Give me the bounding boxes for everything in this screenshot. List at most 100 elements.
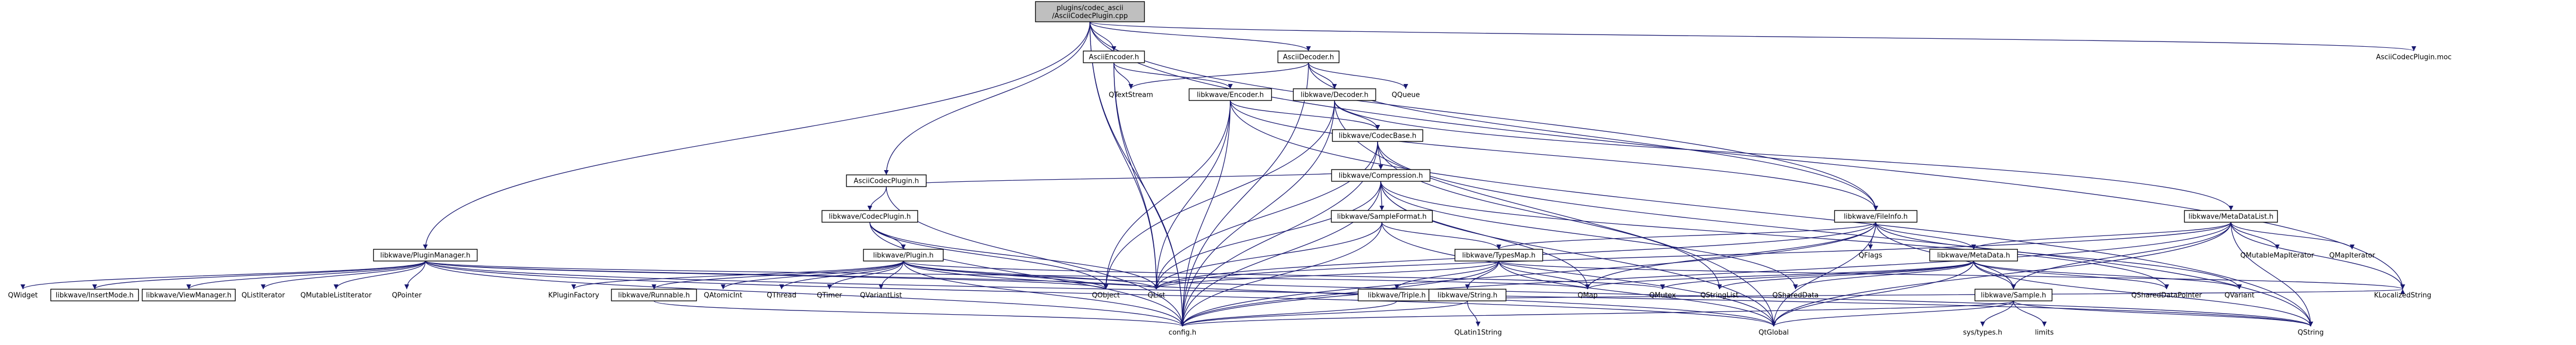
- edge-sample-to-qtglobal: [1771, 300, 2014, 327]
- edge-decoder-to-codecBase: [1334, 100, 1380, 130]
- edge-encoder-to-fileInfo: [1230, 100, 1878, 211]
- node-label: QFlags: [1859, 252, 1883, 260]
- edge-metaDataList-to-sample: [2011, 222, 2231, 290]
- edge-encoder-to-config: [1180, 100, 1231, 327]
- node-sample[interactable]: libkwave/Sample.h: [1974, 289, 2053, 301]
- edge-typesMap-to-qtglobal: [1498, 260, 1776, 327]
- edge-sampleFormat-to-config: [1180, 222, 1382, 327]
- node-triple[interactable]: libkwave/Triple.h: [1357, 289, 1436, 301]
- node-label: libkwave/InsertMode.h: [56, 292, 134, 300]
- edge-pluginManager-to-qpointer: [404, 260, 426, 290]
- edge-pluginManager-to-qwidget: [20, 260, 426, 290]
- node-label: QQueue: [1392, 91, 1420, 99]
- edge-metaData-to-qshareddata: [1793, 260, 1974, 290]
- node-label: libkwave/TypesMap.h: [1462, 252, 1535, 260]
- edge-root-to-mocFile: [1089, 21, 2416, 52]
- node-qobject: QObject: [1092, 292, 1120, 300]
- node-label: libkwave/String.h: [1438, 292, 1498, 300]
- node-qatomicint: QAtomicInt: [704, 292, 743, 300]
- node-qtextstream: QTextStream: [1109, 91, 1153, 99]
- node-label: libkwave/SampleFormat.h: [1337, 213, 1427, 221]
- node-label: libkwave/CodecPlugin.h: [829, 213, 911, 221]
- edge-fileInfo-to-config: [1180, 222, 1876, 327]
- edge-pluginManager-to-qlistIterator: [261, 260, 426, 290]
- node-qshareddataPointer: QSharedDataPointer: [2132, 292, 2202, 300]
- node-root[interactable]: plugins/codec_ascii/AsciiCodecPlugin.cpp: [1035, 1, 1145, 22]
- node-qtglobal: QtGlobal: [1759, 329, 1789, 337]
- node-codecPlugin[interactable]: libkwave/CodecPlugin.h: [821, 210, 918, 223]
- node-label: libkwave/MetaDataList.h: [2188, 213, 2273, 221]
- edge-plugin-to-qmutex: [903, 260, 1665, 290]
- edge-metaData-to-qshareddataPointer: [1973, 260, 2169, 290]
- edge-codecPlugin-to-config: [869, 222, 1185, 327]
- node-label: QMap: [1578, 292, 1598, 300]
- node-qqueue: QQueue: [1392, 91, 1420, 99]
- node-label: QList: [1148, 292, 1165, 300]
- node-mocFile: AsciiCodecPlugin.moc: [2376, 54, 2452, 62]
- node-insertMode[interactable]: libkwave/InsertMode.h: [50, 289, 139, 301]
- node-decoder[interactable]: libkwave/Decoder.h: [1293, 88, 1377, 101]
- edge-pluginManager-to-qlist: [425, 260, 1159, 290]
- node-label: libkwave/Triple.h: [1368, 292, 1426, 300]
- node-viewManager[interactable]: libkwave/ViewManager.h: [141, 289, 236, 301]
- node-kpluginFactory: KPluginFactory: [548, 292, 599, 300]
- node-label: QObject: [1092, 292, 1120, 300]
- edge-plugin-to-config: [903, 260, 1185, 327]
- edge-metaDataList-to-qlist: [1154, 222, 2231, 290]
- node-fileInfo[interactable]: libkwave/FileInfo.h: [1834, 210, 1918, 223]
- node-plugin[interactable]: libkwave/Plugin.h: [863, 249, 944, 262]
- edge-asciiDecoder-to-qtextstream: [1128, 62, 1309, 89]
- node-asciiCodecPlugin[interactable]: AsciiCodecPlugin.h: [846, 174, 927, 187]
- node-label: KLocalizedString: [2374, 292, 2431, 300]
- edge-asciiEncoder-to-config: [1113, 62, 1185, 327]
- node-asciiEncoder[interactable]: AsciiEncoder.h: [1083, 51, 1145, 63]
- node-asciiDecoder[interactable]: AsciiDecoder.h: [1277, 51, 1340, 63]
- edge-pluginManager-to-qtglobal: [425, 260, 1776, 327]
- node-qwidget: QWidget: [8, 292, 38, 300]
- node-runnable[interactable]: libkwave/Runnable.h: [611, 289, 697, 301]
- node-config: config.h: [1169, 329, 1196, 337]
- node-qmutex: QMutex: [1649, 292, 1676, 300]
- edge-root-to-fileInfo: [1089, 21, 1878, 211]
- node-label: QMapIterator: [2329, 252, 2376, 260]
- node-label: QStringList: [1700, 292, 1739, 300]
- node-label: QVariant: [2225, 292, 2254, 300]
- edge-root-to-pluginManager: [423, 21, 1090, 250]
- node-label: libkwave/CodecBase.h: [1339, 132, 1416, 140]
- node-compression[interactable]: libkwave/Compression.h: [1331, 169, 1431, 182]
- edge-plugin-to-qstring: [903, 260, 2313, 327]
- edge-root-to-asciiDecoder: [1089, 21, 1311, 52]
- node-encoder[interactable]: libkwave/Encoder.h: [1188, 88, 1272, 101]
- node-qflags: QFlags: [1859, 252, 1883, 260]
- edge-metaDataList-to-config: [1180, 222, 2231, 327]
- edge-asciiDecoder-to-config: [1180, 62, 1309, 327]
- node-sampleFormat[interactable]: libkwave/SampleFormat.h: [1331, 210, 1433, 223]
- edge-encoder-to-qlist: [1154, 100, 1231, 290]
- edge-fileInfo-to-qmap: [1585, 222, 1876, 290]
- node-metaDataList[interactable]: libkwave/MetaDataList.h: [2184, 210, 2278, 223]
- edge-codecBase-to-qlist: [1154, 141, 1378, 290]
- node-label: libkwave/FileInfo.h: [1844, 213, 1908, 221]
- edge-asciiEncoder-to-encoder: [1113, 62, 1233, 89]
- node-qvariantList: QVariantList: [860, 292, 902, 300]
- edge-encoder-to-qstring: [1230, 100, 2313, 327]
- node-label: AsciiCodecPlugin.moc: [2376, 54, 2452, 62]
- node-typesMap[interactable]: libkwave/TypesMap.h: [1454, 249, 1543, 262]
- node-qtimer: QTimer: [817, 292, 842, 300]
- edge-sampleFormat-to-qlist: [1154, 222, 1382, 290]
- node-limits: limits: [2035, 329, 2054, 337]
- node-label: QAtomicInt: [704, 292, 743, 300]
- node-label: libkwave/MetaData.h: [1937, 252, 2010, 260]
- node-stringH[interactable]: libkwave/String.h: [1428, 289, 1507, 301]
- edge-metaData-to-qtglobal: [1771, 260, 1974, 327]
- node-codecBase[interactable]: libkwave/CodecBase.h: [1332, 129, 1423, 142]
- node-qstringList: QStringList: [1700, 292, 1739, 300]
- edge-sampleFormat-to-qtglobal: [1381, 222, 1776, 327]
- node-pluginManager[interactable]: libkwave/PluginManager.h: [373, 249, 478, 262]
- edge-pluginManager-to-viewManager: [186, 260, 426, 290]
- node-metaData[interactable]: libkwave/MetaData.h: [1929, 249, 2018, 262]
- edge-fileInfo-to-typesMap: [1496, 222, 1876, 250]
- node-qthread: QThread: [767, 292, 796, 300]
- edge-fileInfo-to-metaData: [1875, 222, 1976, 250]
- edge-runnable-to-config: [653, 300, 1185, 327]
